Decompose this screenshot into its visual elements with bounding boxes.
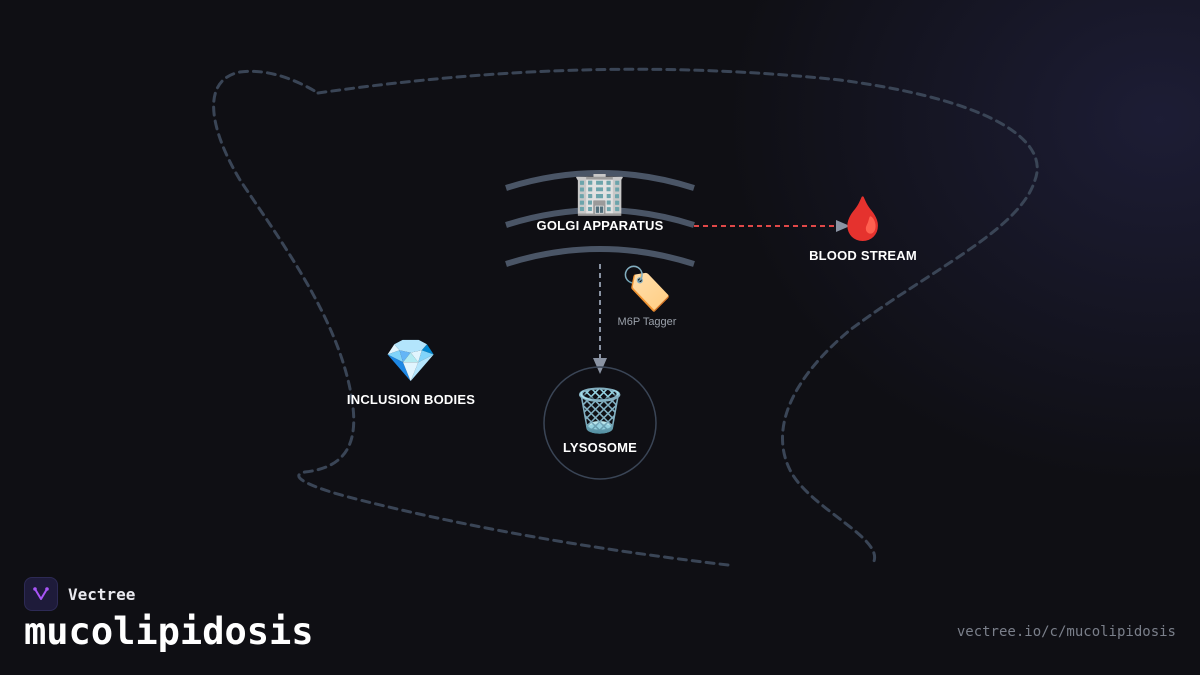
blood-stream-label: BLOOD STREAM xyxy=(809,248,917,263)
blood-drop-icon: 🩸 xyxy=(836,195,890,242)
cell-membrane xyxy=(212,67,1039,567)
brand-name: Vectree xyxy=(68,584,136,604)
wastebasket-icon: 🗑️ xyxy=(573,387,627,434)
golgi-cisterna-bottom xyxy=(505,246,695,267)
blood-stream-node: 🩸 BLOOD STREAM xyxy=(809,195,917,264)
golgi-to-lysosome-arrowhead xyxy=(593,358,607,374)
inclusion-bodies-label: INCLUSION BODIES xyxy=(346,392,476,407)
brand: Vectree xyxy=(24,577,135,611)
lysosome-ring xyxy=(543,366,657,480)
vectree-logo-icon xyxy=(24,577,58,611)
golgi-cisterna-middle xyxy=(505,207,695,228)
golgi-cisterna-top xyxy=(505,170,695,191)
office-building-icon: 🏢 xyxy=(573,169,627,216)
page-title: mucolipidosis xyxy=(24,610,314,653)
m6p-tagger-label: M6P Tagger xyxy=(617,316,677,328)
tag-icon: 🏷️ xyxy=(620,265,674,312)
golgi-node: 🏢 GOLGI APPARATUS xyxy=(536,169,664,234)
lysosome-node: 🗑️ LYSOSOME xyxy=(562,387,638,456)
lysosome-label: LYSOSOME xyxy=(562,440,638,455)
golgi-to-blood-arrowhead xyxy=(836,220,850,232)
m6p-tagger-node: 🏷️ M6P Tagger xyxy=(617,265,677,329)
gem-icon: 💎 xyxy=(384,337,438,384)
page-url[interactable]: vectree.io/c/mucolipidosis xyxy=(956,624,1176,640)
inclusion-bodies-node: 💎 INCLUSION BODIES xyxy=(346,337,476,408)
golgi-cisternae xyxy=(505,170,695,267)
golgi-label: GOLGI APPARATUS xyxy=(536,218,664,233)
